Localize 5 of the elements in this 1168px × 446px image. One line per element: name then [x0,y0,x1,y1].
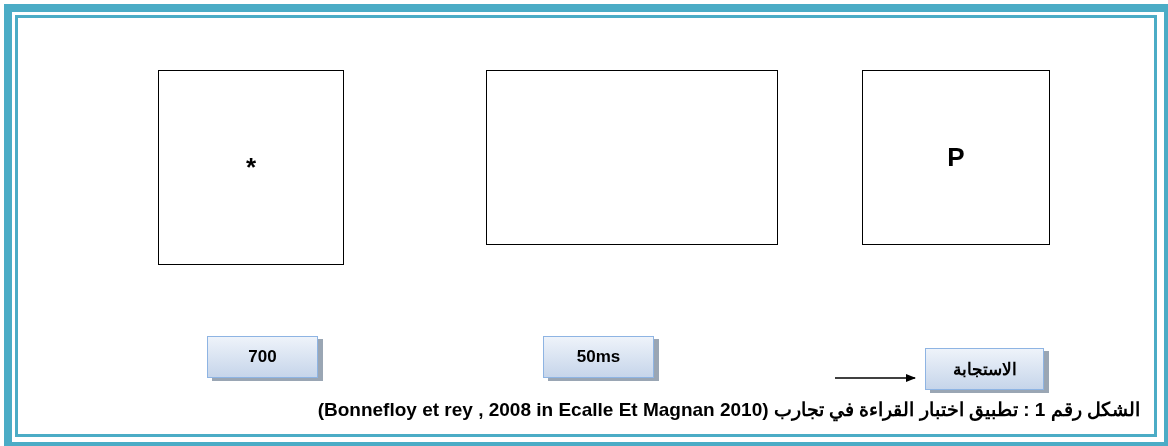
stimulus-screen: * [158,70,344,265]
stimulus-screen: P [862,70,1050,245]
blank-screen [486,70,778,245]
arrow [834,374,916,382]
figure-caption: الشكل رقم 1 : تطبيق اختبار القراءة في تجارب (Bonnefloy et rey , 2008 in Ecalle Et Magnan 2010) [316,398,1140,421]
